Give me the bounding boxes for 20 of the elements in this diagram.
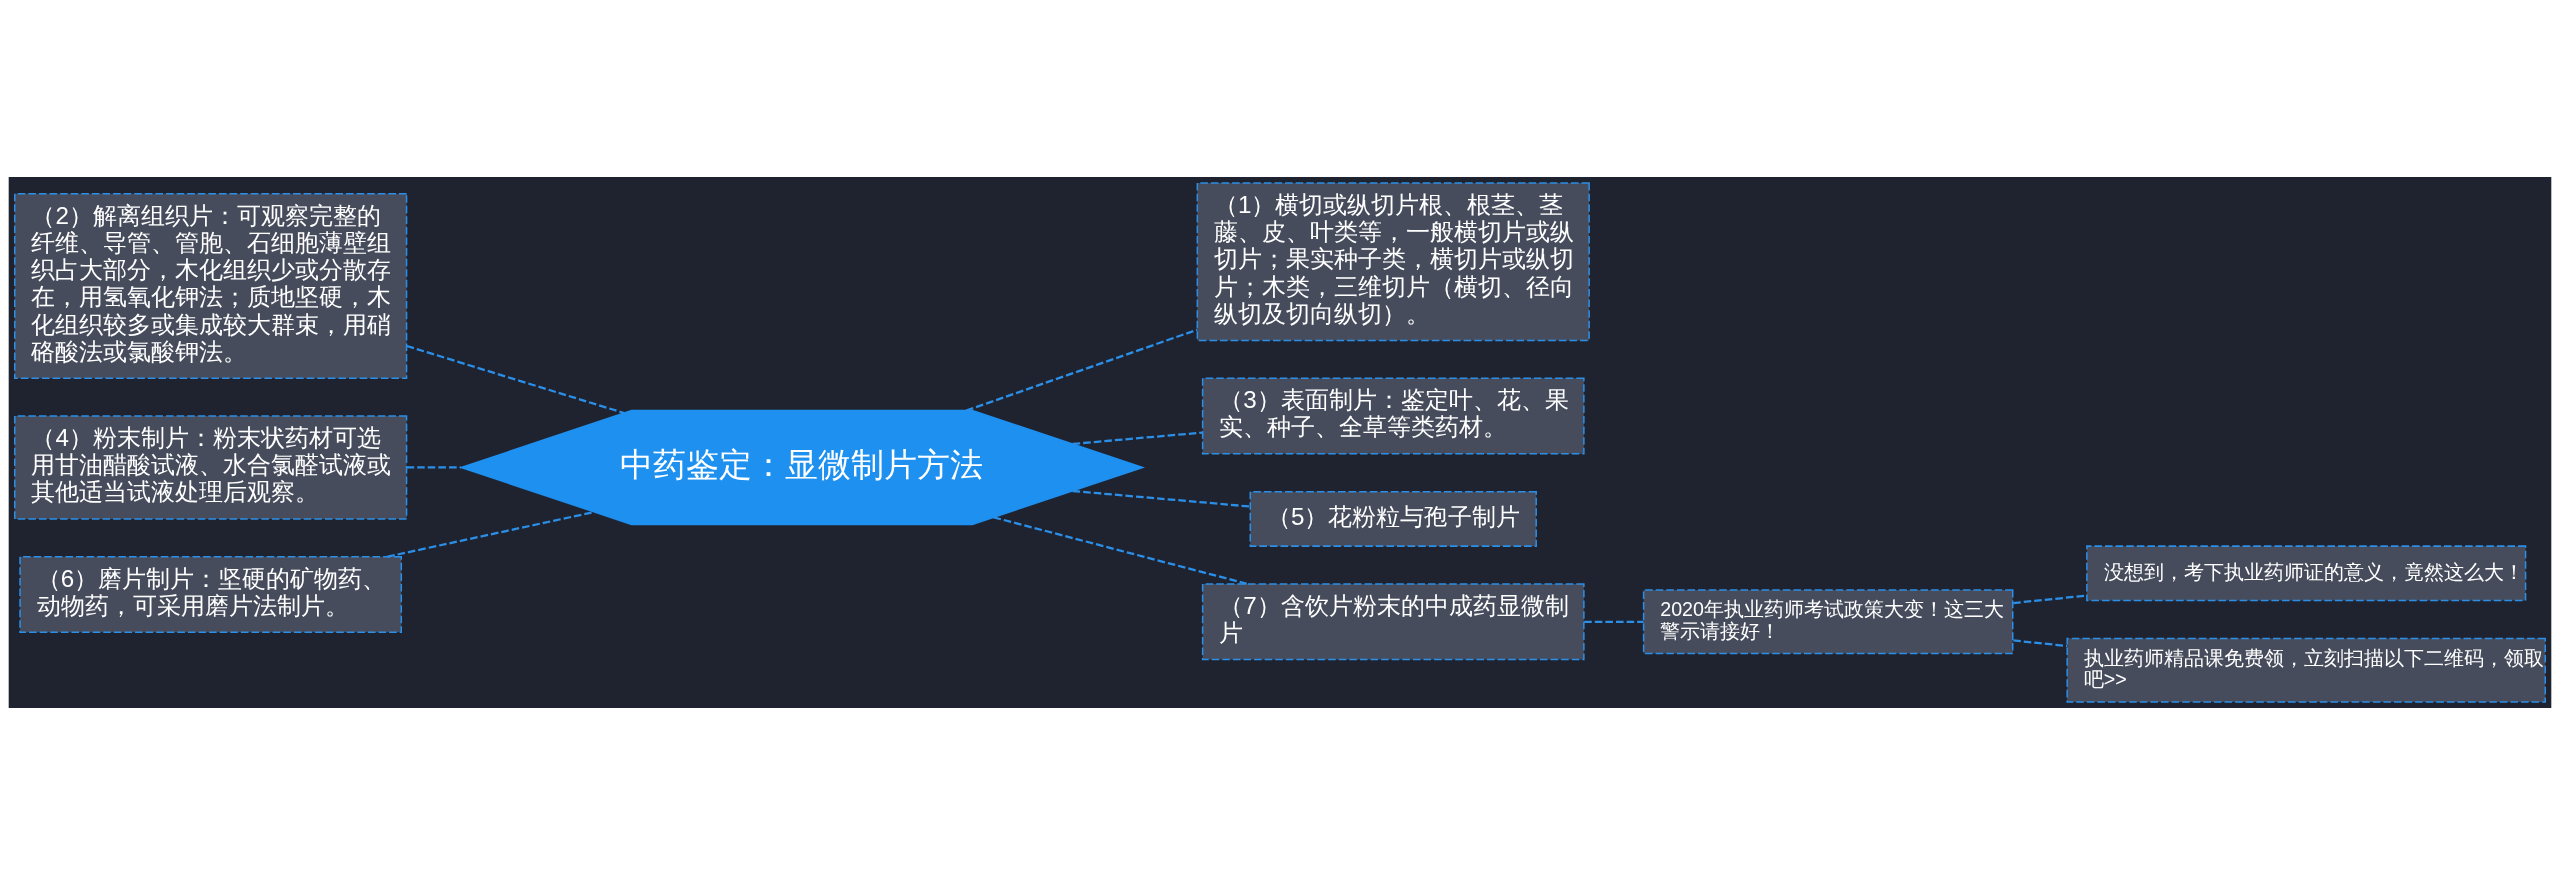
node-box: （2）解离组织片：可观察完整的纤维、导管、管胞、石细胞薄壁组织占大部分，木化组织少或分散存在，用氢氧化钾法；质地坚硬，木化组织较多或集成较大群束，用硝硌酸法或氯酸钾法。	[14, 192, 408, 379]
connector	[406, 466, 461, 469]
connector	[2013, 594, 2087, 605]
node-box: （7）含饮片粉末的中成药显微制片	[1201, 583, 1585, 661]
connector	[1584, 620, 1644, 623]
connector	[965, 328, 1198, 412]
node-box: 2020年执业药师考试政策大变！这三大警示请接好！	[1642, 589, 2014, 655]
connector	[1072, 431, 1203, 446]
connector	[2013, 639, 2068, 648]
node-box: （6）磨片制片：坚硬的矿物药、动物药，可采用磨片法制片。	[19, 555, 403, 634]
node-box: （5）花粉粒与孢子制片	[1249, 490, 1537, 547]
connector	[387, 510, 595, 558]
connector	[993, 516, 1248, 585]
connector	[406, 344, 625, 415]
connector	[1072, 489, 1251, 508]
node-box: 没想到，考下执业药师证的意义，竟然这么大！	[2086, 545, 2527, 602]
node-box: （1）横切或纵切片根、根茎、茎藤、皮、叶类等，一般横切片或纵切片；果实种子类，横切片或纵切片；木类，三维切片（横切、径向纵切及切向纵切）。	[1196, 182, 1590, 342]
node-box: （4）粉末制片：粉末状药材可选用甘油醋酸试液、水合氯醛试液或其他适当试液处理后观察。	[14, 415, 408, 520]
node-box: 执业药师精品课免费领，立刻扫描以下二维码，领取吧>>	[2066, 637, 2546, 703]
node-box: （3）表面制片：鉴定叶、花、果实、种子、全草等类药材。	[1201, 377, 1585, 455]
